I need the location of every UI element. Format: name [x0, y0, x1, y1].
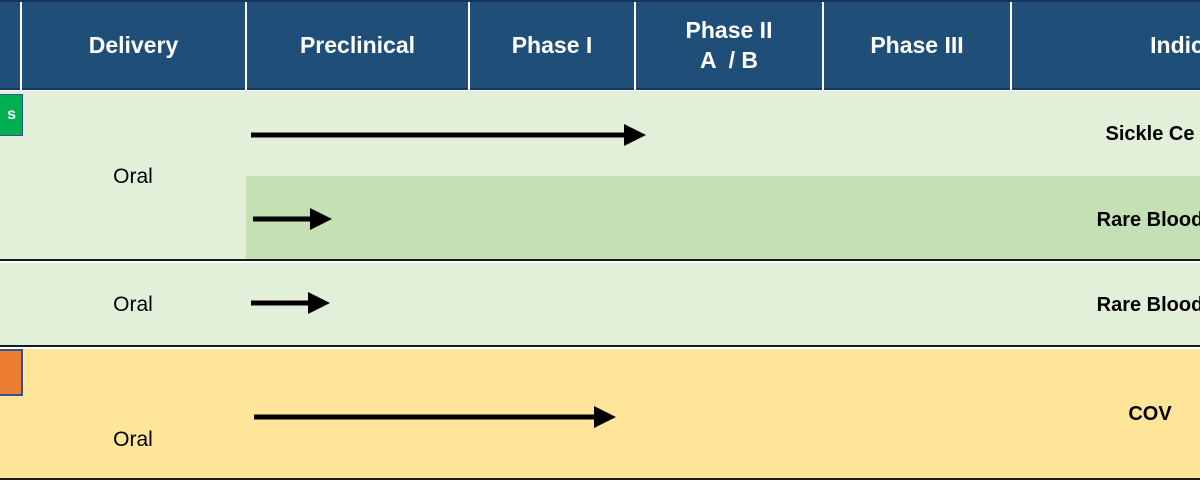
delivery-route: Oral [113, 165, 153, 188]
header-delivery: Delivery [22, 2, 245, 88]
header-preclinical: Preclinical [247, 2, 468, 88]
header-phase-2-sub: A / B [700, 47, 758, 73]
header-phase-1-label: Phase I [511, 32, 593, 58]
column-divider [245, 2, 247, 92]
program-tag-label: s [7, 106, 16, 123]
indication-label: Rare Blood [1096, 209, 1200, 231]
pipeline-row-2: Oral Rare Blood [0, 263, 1200, 347]
delivery-route: Oral [113, 428, 153, 451]
header-indication-label: Indic [1150, 32, 1200, 58]
indication-label: Rare Blood [1096, 294, 1200, 316]
column-divider [822, 2, 824, 92]
column-divider [20, 2, 22, 92]
progress-arrow-covid [254, 406, 616, 428]
header-phase-2-label: Phase II [685, 17, 773, 43]
column-divider [468, 2, 470, 92]
header-phase-3: Phase III [824, 2, 1010, 88]
program-tag-green: s [0, 94, 23, 136]
indication-label: Sickle Ce [1105, 123, 1195, 145]
pipeline-header: Delivery Preclinical Phase I Phase II A … [0, 0, 1200, 92]
column-divider [1010, 2, 1012, 92]
progress-arrow-rare-blood-1 [253, 208, 332, 230]
header-indication: Indic [1012, 2, 1200, 88]
column-divider [634, 2, 636, 92]
progress-arrow-sickle-cell [251, 124, 646, 146]
pipeline-subrow-highlight [246, 176, 1200, 259]
delivery-route: Oral [113, 293, 153, 316]
program-tag-orange [0, 349, 23, 396]
pipeline-row-1: s Oral Sickle Ce Rare Blood [0, 91, 1200, 261]
header-delivery-label: Delivery [88, 32, 179, 58]
progress-arrow-rare-blood-2 [251, 292, 330, 314]
header-phase-2: Phase II A / B [636, 2, 822, 88]
indication-label: COV [1128, 403, 1172, 425]
header-preclinical-label: Preclinical [299, 32, 416, 58]
header-phase-3-label: Phase III [870, 32, 964, 58]
header-phase-1: Phase I [470, 2, 634, 88]
